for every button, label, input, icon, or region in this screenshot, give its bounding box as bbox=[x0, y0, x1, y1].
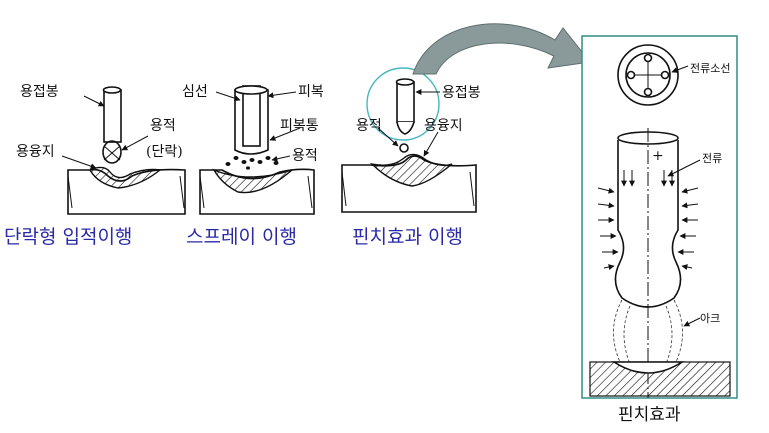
label-coating: 피복 bbox=[298, 84, 324, 100]
droplet bbox=[102, 140, 122, 164]
weld-pool bbox=[89, 166, 162, 189]
pinch-force-left bbox=[597, 187, 619, 271]
label-arc: 아크 bbox=[700, 312, 720, 325]
label-rod: 용접봉 bbox=[442, 85, 481, 101]
droplet bbox=[399, 143, 409, 153]
spray-droplets bbox=[225, 156, 279, 170]
label-droplet: 용적 bbox=[150, 118, 176, 134]
label-rod: 용접봉 bbox=[20, 84, 59, 100]
arc-lines bbox=[613, 299, 683, 365]
label-vortex: 전류소선 bbox=[690, 62, 730, 75]
label-short: (단락) bbox=[146, 144, 183, 160]
weld-pool bbox=[369, 153, 453, 187]
panel-pinch: 용접봉 용적 용융지 핀치효과 이행 bbox=[341, 67, 481, 248]
label-droplet: 용적 bbox=[292, 148, 318, 164]
detail-pinch-effect: 전류소선 + 전류 bbox=[581, 35, 738, 425]
electrode-rod bbox=[103, 89, 122, 143]
label-pool: 용융지 bbox=[16, 144, 55, 160]
label-pool: 용융지 bbox=[424, 118, 463, 134]
panel-spray: 심선 피복 피복통 용적 스프레이 이행 bbox=[182, 84, 324, 248]
label-droplet: 용적 bbox=[356, 118, 382, 134]
plus-sign: + bbox=[652, 148, 664, 164]
weld-pool bbox=[212, 168, 293, 194]
curved-arrow-icon bbox=[412, 23, 591, 75]
current-vortex: 전류소선 bbox=[617, 44, 730, 106]
current-arrows bbox=[621, 170, 675, 187]
label-current: 전류 bbox=[702, 152, 722, 165]
panel-short-circuit: 용접봉 용적 (단락) 용융지 단락형 입적이행 bbox=[4, 84, 186, 248]
base-metal bbox=[199, 168, 315, 215]
caption-spray: 스프레이 이행 bbox=[186, 226, 297, 248]
electrode-rod bbox=[396, 81, 415, 123]
caption-short-circuit: 단락형 입적이행 bbox=[4, 226, 132, 248]
label-core: 심선 bbox=[182, 84, 208, 100]
core-wire bbox=[242, 85, 261, 147]
pinch-force-right bbox=[677, 187, 699, 271]
caption-detail: 핀치효과 bbox=[618, 405, 681, 425]
highlight-circle bbox=[366, 67, 440, 141]
label-coating-tube: 피복통 bbox=[280, 118, 319, 134]
caption-pinch: 핀치효과 이행 bbox=[352, 226, 463, 248]
